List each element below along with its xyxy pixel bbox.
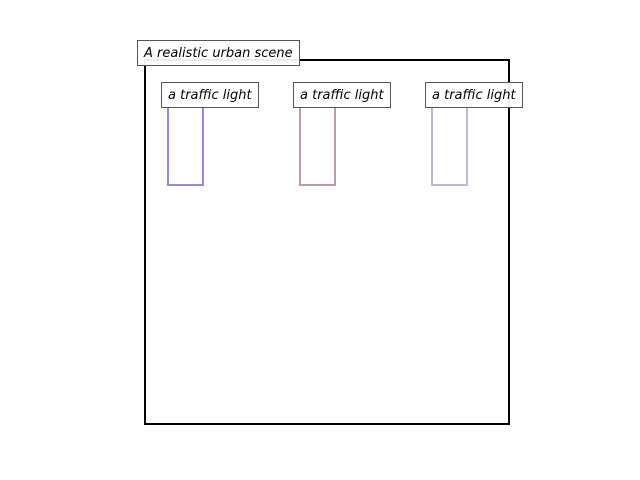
scene-bounding-box [144, 59, 510, 425]
traffic-light-label-1: a traffic light [161, 82, 259, 108]
scene-label: A realistic urban scene [137, 40, 300, 66]
traffic-light-box-3 [431, 99, 468, 186]
traffic-light-box-2 [299, 99, 336, 186]
traffic-light-box-1 [167, 99, 204, 186]
traffic-light-label-3: a traffic light [425, 82, 523, 108]
traffic-light-label-2: a traffic light [293, 82, 391, 108]
